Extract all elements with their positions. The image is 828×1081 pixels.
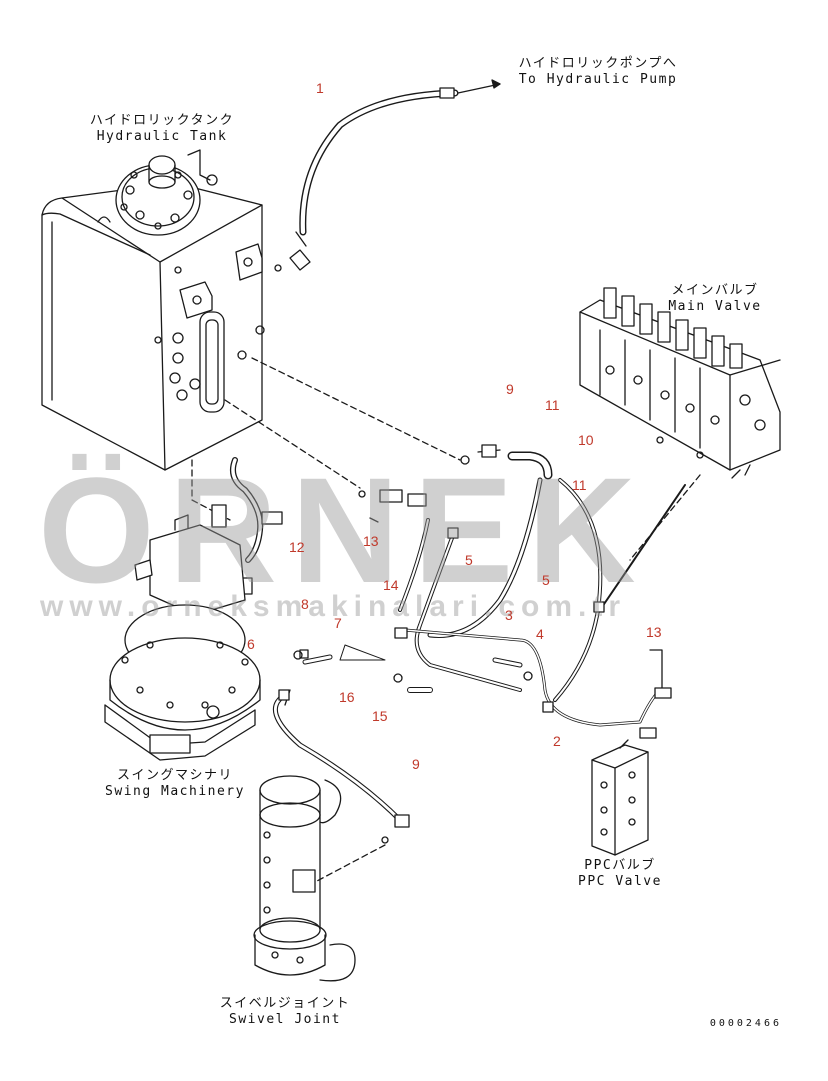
pump-label-jp: ハイドロリックポンプへ xyxy=(518,56,678,71)
watermark-brand: ÖRNEK xyxy=(38,446,650,614)
ppc-label-jp: PPCバルブ xyxy=(584,858,656,873)
swivel-label-en: Swivel Joint xyxy=(229,1012,341,1027)
callout-5-left: 5 xyxy=(465,552,473,568)
swing-machinery-drawing xyxy=(104,504,261,761)
callout-12: 12 xyxy=(289,539,305,555)
swivel-joint-drawing xyxy=(253,775,356,982)
callout-16: 16 xyxy=(339,689,355,705)
swing-label-jp: スイングマシナリ xyxy=(116,768,233,783)
callout-1: 1 xyxy=(316,80,324,96)
callout-8: 8 xyxy=(301,596,309,612)
callout-9-top: 9 xyxy=(506,381,514,397)
callout-11-bottom: 11 xyxy=(572,477,587,493)
callout-7: 7 xyxy=(334,615,342,631)
callout-13-left: 13 xyxy=(363,533,379,549)
callout-5-right: 5 xyxy=(542,572,550,588)
hose-1-drawing xyxy=(274,79,501,272)
swing-label-en: Swing Machinery xyxy=(105,784,245,799)
callout-4: 4 xyxy=(536,626,544,642)
hydraulic-tank-drawing xyxy=(41,149,461,521)
callout-15: 15 xyxy=(372,708,388,724)
ppc-valve-drawing xyxy=(591,739,649,856)
tank-label-jp: ハイドロリックタンク xyxy=(89,113,235,128)
callout-13-right: 13 xyxy=(646,624,662,640)
callout-2: 2 xyxy=(553,733,561,749)
swivel-label-jp: スイベルジョイント xyxy=(219,996,351,1011)
tank-label-en: Hydraulic Tank xyxy=(96,129,228,144)
main-valve-drawing xyxy=(579,287,781,561)
watermark-url: www.orneksmakinalari.com.tr xyxy=(40,590,627,623)
center-hoses-drawing xyxy=(273,478,686,891)
callout-10: 10 xyxy=(578,432,594,448)
document-id: 00002466 xyxy=(709,1018,782,1029)
main-valve-label-en: Main Valve xyxy=(668,299,762,314)
main-valve-label-jp: メインバルブ xyxy=(671,283,759,298)
callout-6: 6 xyxy=(247,636,255,652)
callout-14: 14 xyxy=(383,577,399,593)
hose-12-drawing xyxy=(230,457,522,692)
ppc-label-en: PPC Valve xyxy=(578,874,662,889)
callout-9-bottom: 9 xyxy=(412,756,420,772)
callout-11-top: 11 xyxy=(545,397,560,413)
pump-label-en: To Hydraulic Pump xyxy=(518,72,678,87)
callout-3: 3 xyxy=(505,607,513,623)
